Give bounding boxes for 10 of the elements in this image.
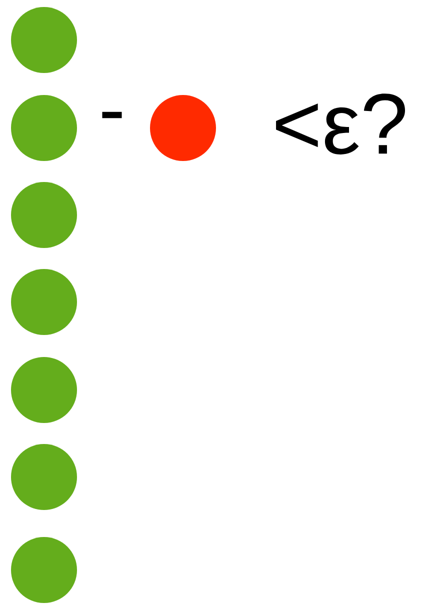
dot: [11, 95, 77, 161]
dot: [11, 269, 77, 335]
dot: [11, 182, 77, 248]
minus-sign: -: [102, 112, 122, 118]
dot: [150, 95, 216, 161]
dot: [11, 444, 77, 510]
dot: [11, 357, 77, 423]
dot: [11, 7, 77, 73]
dot: [11, 537, 77, 603]
comparison-text: <ε?: [276, 94, 406, 154]
